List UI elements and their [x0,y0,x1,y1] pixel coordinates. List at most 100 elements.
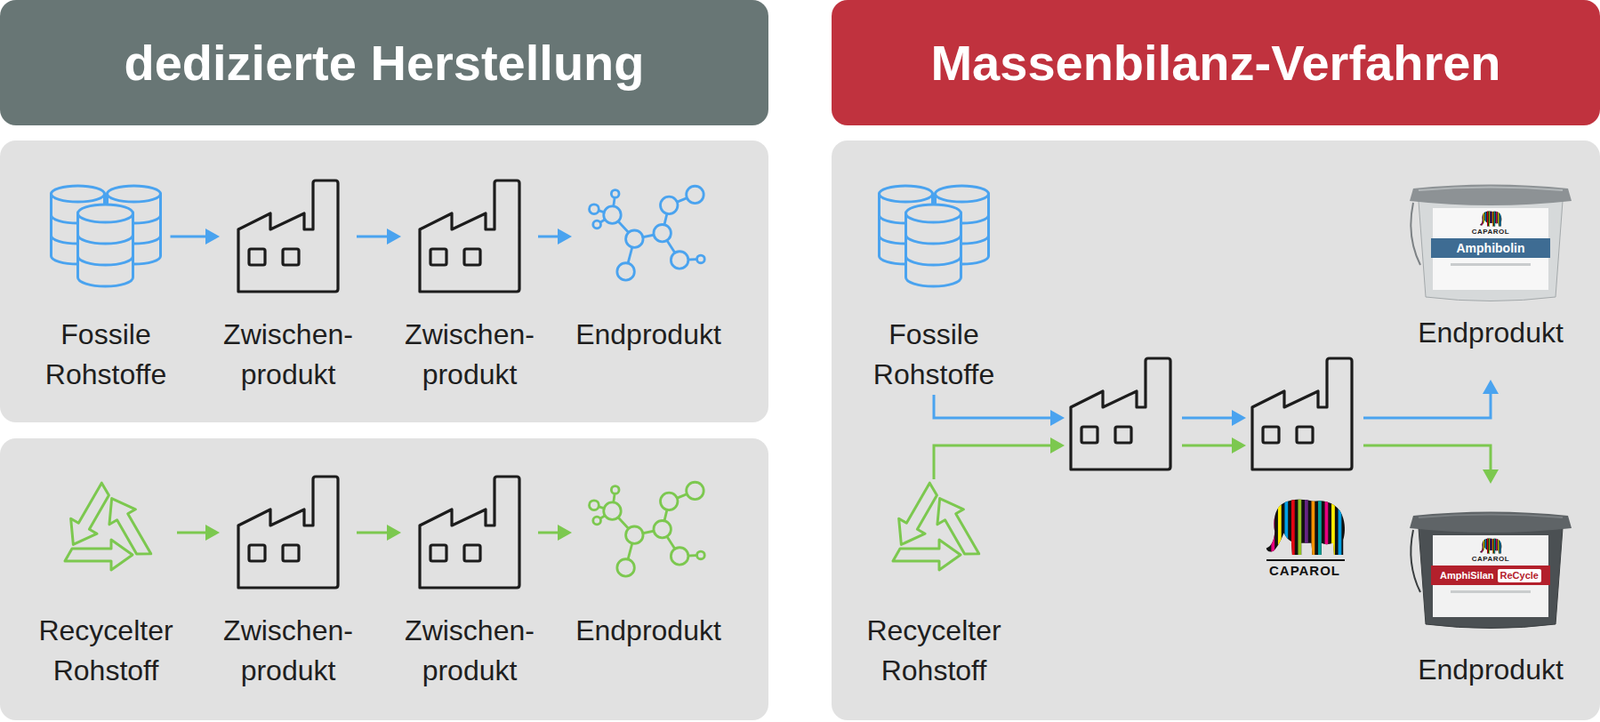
elephant-logo [1479,538,1502,555]
panel [831,140,1600,721]
barrels-icon [879,185,989,287]
bucket-band-text: Amphibolin [1431,238,1551,258]
bucket-fineprint [1450,590,1531,594]
raw-material-node: Recycelter Rohstoff [862,479,1006,692]
factory-icon [238,476,338,588]
recycle-icon [888,478,988,571]
logo-caption: CAPAROL [1269,562,1341,579]
flow-connector [538,228,572,245]
arrow-head [557,228,572,245]
flow-connector [356,524,402,541]
arrow-head [1231,410,1247,427]
arrow-head [205,228,220,245]
arrow-head [205,524,220,541]
connector-line [933,393,1491,419]
flow-connector [170,228,221,245]
arrow-head [1050,410,1065,427]
bucket-label [1432,535,1549,618]
factory-icon [419,180,520,292]
bucket-lid [1409,512,1572,534]
factory-icon [419,476,520,588]
node-caption: Endprodukt [1417,313,1564,354]
bucket-handle [1410,530,1421,593]
flow-connector [538,524,572,541]
header-title: dedizierte Herstellung [123,35,644,91]
arrow-head [1482,469,1499,484]
bucket-band [1431,238,1551,258]
paint-bucket [1409,512,1572,629]
bucket-face: CAPAROLAmphiSilanReCycle [1407,510,1574,631]
end-product-node: Endprodukt [571,479,725,652]
product-bucket-node: CAPAROLAmphiSilanReCycleEndprodukt [1407,483,1574,691]
node-caption: Zwischen- produkt [223,314,354,395]
node-caption: Fossile Rohstoffe [45,314,167,395]
section-header: dedizierte Herstellung [0,0,769,126]
node-caption: Endprodukt [575,314,722,355]
intermediate-node: Zwischen- produkt [219,183,357,395]
flow-connector [176,524,220,541]
node-caption: Recycelter Rohstoff [866,611,1001,692]
connector-line [356,235,387,239]
bucket-handle [1410,202,1421,266]
logo-rule [1266,559,1345,562]
product-tag: ReCycle [1497,569,1542,583]
node-caption: Zwischen- produkt [404,314,535,395]
intermediate-node: Zwischen- produkt [401,183,539,395]
bucket-brand: CAPAROL [1471,226,1510,238]
bucket-body [1418,201,1563,302]
arrow-head [386,524,402,541]
elephant-logo [1479,210,1502,227]
node-caption: Endprodukt [1417,650,1564,691]
connector-line [538,235,558,239]
panel [0,140,769,423]
flow-connector [933,379,1499,427]
arrow-head [386,228,402,245]
bucket-face: CAPAROL Amphibolin [1407,183,1574,304]
factory-icon [1252,358,1352,470]
bucket-band-text: AmphiSilanReCycle [1431,565,1551,586]
label-holder: CAPAROL [1269,562,1341,579]
molecule-icon [589,185,706,281]
barrels-icon [51,185,161,287]
end-product-node: Endprodukt [571,183,725,355]
bucket-lid [1409,184,1572,207]
intermediate-node: Zwischen- produkt [401,479,539,692]
intermediate-node: Zwischen- produkt [219,479,357,692]
factory-icon [1070,358,1171,470]
panel [0,438,769,721]
node-caption: Recycelter Rohstoff [38,611,173,692]
connector-line [356,531,387,535]
bucket-lid-rim [1418,514,1563,519]
bucket-body [1418,528,1563,629]
arrow-head [557,524,572,541]
recycle-icon [60,478,160,571]
arrow-head [1482,379,1499,394]
product-name: Amphibolin [1456,241,1526,256]
raw-material-node: Fossile Rohstoffe [869,183,999,395]
bucket-band [1431,565,1551,586]
molecule-icon [589,482,706,577]
connector-line [170,235,207,239]
section-header: Massenbilanz-Verfahren [831,0,1600,126]
arrow-head [1050,437,1065,454]
product-name: AmphiSilan [1439,570,1495,581]
flow-connector [356,228,402,245]
connector-line [538,531,558,535]
elephant-logo [1266,498,1345,557]
bucket-brand: CAPAROL [1471,554,1510,565]
arrow-head [1231,437,1247,454]
connector-line [176,531,206,535]
node-caption: Fossile Rohstoffe [873,314,995,395]
raw-material-node: Recycelter Rohstoff [34,479,177,692]
node-caption: Zwischen- produkt [404,611,535,692]
bucket-lid-rim [1418,187,1563,192]
node-caption: Endprodukt [575,611,722,652]
header-title: Massenbilanz-Verfahren [930,35,1501,91]
product-bucket-node: CAPAROL AmphibolinEndprodukt [1407,183,1574,380]
paint-bucket [1409,184,1572,302]
raw-material-node: Fossile Rohstoffe [41,183,171,395]
node-caption: Zwischen- produkt [223,611,354,692]
connector-line [933,445,1491,480]
bucket-fineprint [1450,263,1531,266]
